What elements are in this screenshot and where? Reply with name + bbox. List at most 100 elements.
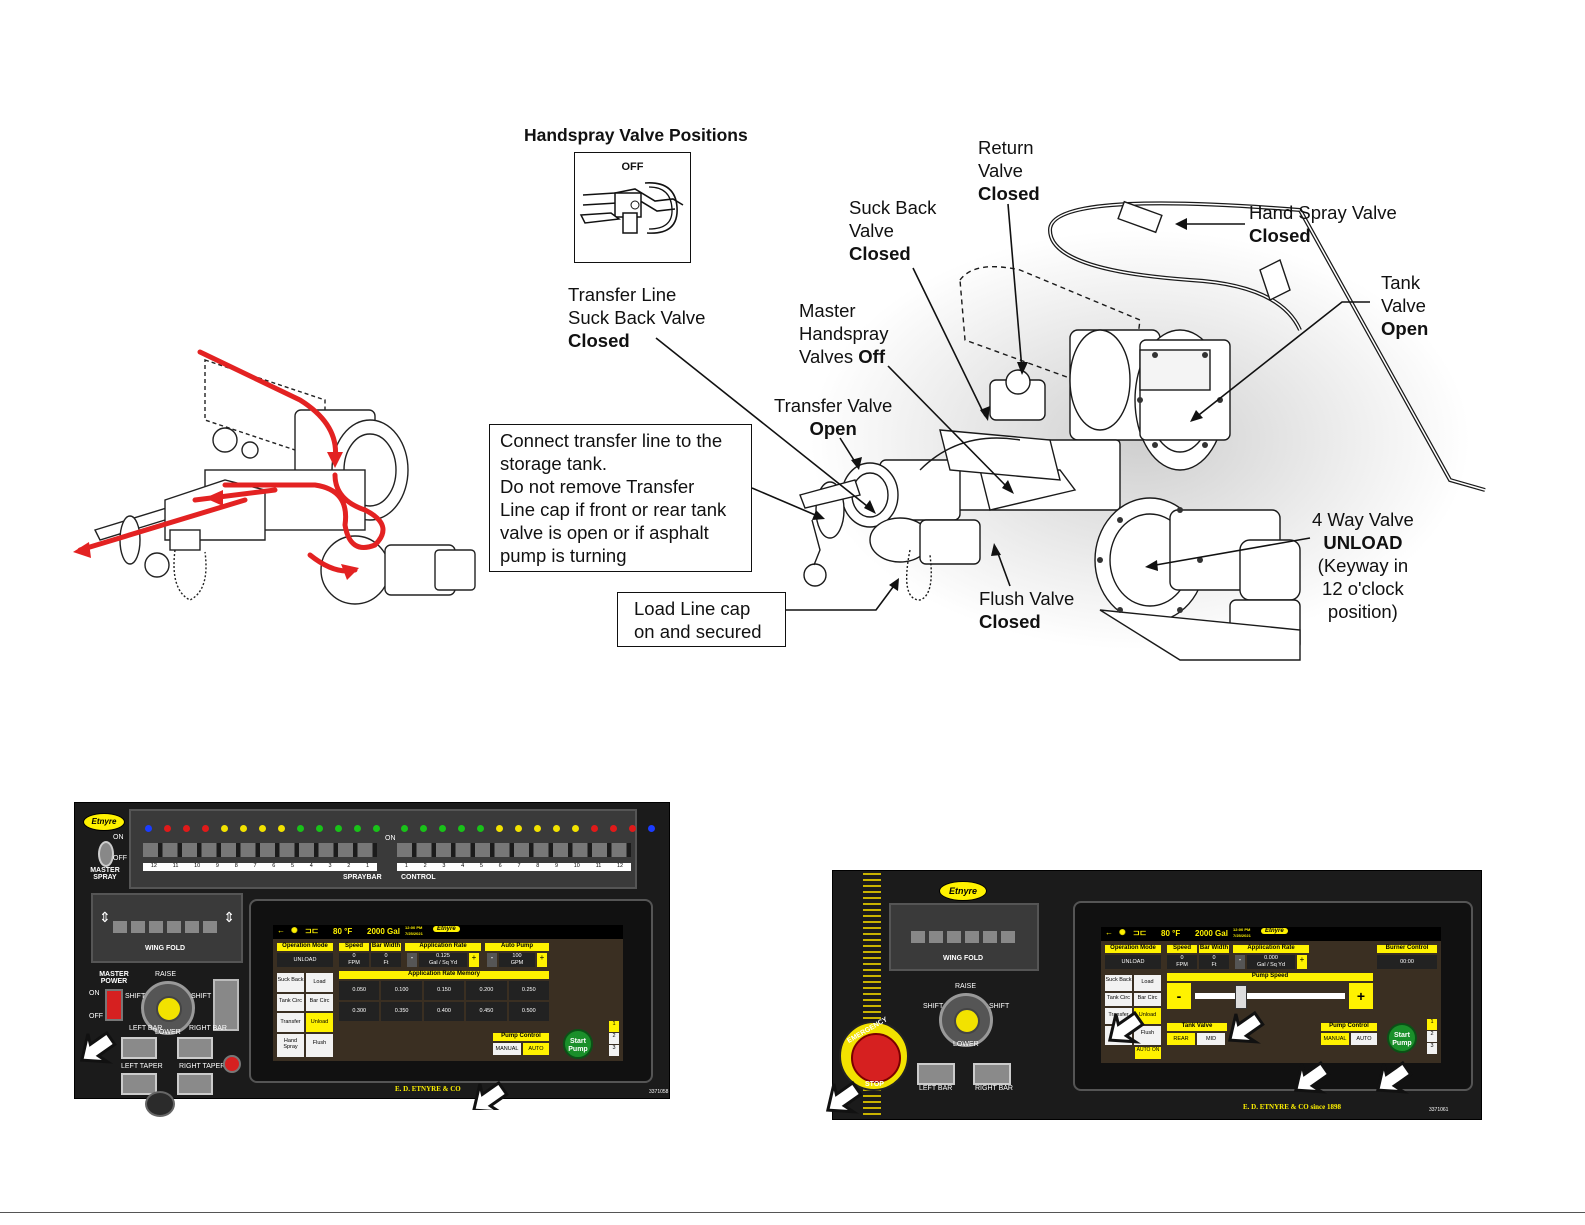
memory-cell[interactable]: 0.500 <box>508 1002 549 1021</box>
memory-cell[interactable]: 0.400 <box>423 1002 465 1021</box>
auto-pump-plus[interactable]: + <box>537 953 547 967</box>
mode-transfer[interactable]: Transfer <box>277 1013 304 1032</box>
pump-speed-plus[interactable]: + <box>1349 983 1373 1009</box>
right-taper-label: RIGHT TAPER <box>179 1063 226 1070</box>
memory-cell[interactable]: 0.200 <box>466 981 507 1000</box>
screen-bezel: ← ✺ ⊐⊏ 80 °F 2000 Gal 12:00 PM 7/25/2021… <box>249 899 653 1083</box>
led-row-left <box>145 825 380 832</box>
back-arrow-icon-right[interactable]: ← <box>1105 928 1113 937</box>
led-14 <box>401 825 408 832</box>
flow-path-diagram <box>73 349 476 605</box>
memory-cell[interactable]: 0.100 <box>381 981 422 1000</box>
left-bar-switch[interactable] <box>121 1037 157 1059</box>
mode-unload[interactable]: Unload <box>306 1013 333 1032</box>
joystick[interactable] <box>141 981 195 1035</box>
memory-cell[interactable]: 0.250 <box>508 981 549 1000</box>
start-pump-button-right[interactable]: Start Pump <box>1387 1023 1417 1053</box>
memory-cell[interactable]: 0.350 <box>381 1002 422 1021</box>
part-number-right: 3371061 <box>1429 1107 1449 1113</box>
spraybar-switches-left[interactable] <box>143 843 377 857</box>
tank-valve-mid[interactable]: MID <box>1197 1033 1225 1045</box>
joystick-right[interactable] <box>939 993 993 1047</box>
mode-value-right: UNLOAD <box>1105 955 1161 969</box>
app-rate-minus[interactable]: - <box>407 953 417 967</box>
mode-flush[interactable]: Flush <box>306 1034 333 1057</box>
pump-speed-minus[interactable]: - <box>1167 983 1191 1009</box>
master-power-switch[interactable] <box>105 989 123 1021</box>
mode-tank-circ[interactable]: Tank Circ <box>277 994 304 1011</box>
master-spray-off: OFF <box>113 855 127 862</box>
page-tab-3[interactable]: 3 <box>609 1045 619 1056</box>
mode-suck-back[interactable]: Suck Back <box>277 973 304 992</box>
mode-load-right[interactable]: Load <box>1134 975 1161 991</box>
right-bar-switch-right[interactable] <box>973 1063 1011 1085</box>
pump-manual-button[interactable]: MANUAL <box>493 1043 521 1055</box>
pump-speed-slider[interactable] <box>1195 985 1345 1009</box>
right-taper-switch[interactable] <box>177 1073 213 1095</box>
auto-on-button[interactable]: AUTO ON <box>1135 1047 1161 1059</box>
handspray-title: Handspray Valve Positions <box>524 125 748 145</box>
speed-unit: FPM <box>339 960 369 967</box>
spraybar-label: SPRAYBAR <box>343 874 382 881</box>
pump-auto-button[interactable]: AUTO <box>523 1043 549 1055</box>
master-spray-label: MASTER SPRAY <box>90 867 120 881</box>
pump-speed-thumb[interactable] <box>1235 985 1247 1009</box>
mode-tank-circ-right[interactable]: Tank Circ <box>1105 992 1132 1006</box>
mode-flush-right[interactable]: Flush <box>1134 1025 1161 1045</box>
gear-icon[interactable]: ✺ <box>291 926 298 935</box>
page-tab-2-right[interactable]: 2 <box>1427 1031 1437 1042</box>
auto-pump-minus[interactable]: - <box>487 953 497 967</box>
master-spray-on: ON <box>113 834 124 841</box>
memory-grid: 0.050 0.100 0.150 0.200 0.250 0.300 0.35… <box>339 981 549 1021</box>
led-18 <box>477 825 484 832</box>
app-rate-plus-right[interactable]: + <box>1297 955 1307 969</box>
burner-control-value[interactable]: 00:00 <box>1377 955 1437 969</box>
wing-fold-label-right: WING FOLD <box>943 955 984 962</box>
back-arrow-icon[interactable]: ← <box>277 926 285 935</box>
memory-cell[interactable]: 0.450 <box>466 1002 507 1021</box>
pump-auto-button-right[interactable]: AUTO <box>1351 1033 1377 1045</box>
mode-hand-spray[interactable]: Hand Spray <box>277 1034 304 1057</box>
start-pump-button[interactable]: Start Pump <box>563 1029 593 1059</box>
memory-cell[interactable]: 0.300 <box>339 1002 380 1021</box>
pump-manual-button-right[interactable]: MANUAL <box>1321 1033 1349 1045</box>
speed-value-right: 0 <box>1167 955 1197 962</box>
page-tab-2[interactable]: 2 <box>609 1033 619 1044</box>
mode-bar-circ-right[interactable]: Bar Circ <box>1134 992 1161 1006</box>
master-spray-toggle[interactable] <box>98 841 114 867</box>
mode-suck-back-right[interactable]: Suck Back <box>1105 975 1132 991</box>
left-taper-switch[interactable] <box>121 1073 157 1095</box>
pump-control-header: Pump Control <box>493 1033 549 1041</box>
panel-footer: E. D. ETNYRE & CO <box>395 1085 461 1093</box>
left-bar-switch-right[interactable] <box>917 1063 955 1085</box>
app-rate-minus-right[interactable]: - <box>1235 955 1245 969</box>
memory-cell[interactable]: 0.050 <box>339 981 380 1000</box>
page-tab-1-right[interactable]: 1 <box>1427 1019 1437 1030</box>
etnyre-screen-logo-right: Etnyre <box>1261 928 1288 934</box>
tank-valve-rear[interactable]: REAR <box>1167 1033 1195 1045</box>
aux-switch[interactable] <box>213 979 239 1031</box>
raise-label-right: RAISE <box>955 983 977 990</box>
page-tab-3-right[interactable]: 3 <box>1427 1043 1437 1054</box>
wing-fold-switches-right[interactable] <box>911 931 1017 943</box>
truck-icon-right: ⊐⊏ <box>1133 928 1147 937</box>
right-bar-switch[interactable] <box>177 1037 213 1059</box>
gear-icon-right[interactable]: ✺ <box>1119 928 1126 937</box>
emergency-stop-button[interactable] <box>839 1021 909 1091</box>
master-power-label: MASTER POWER <box>99 971 129 985</box>
wing-fold-block: ⇕ ⇕ WING FOLD <box>91 893 243 963</box>
shift-right-label-right: SHIFT <box>989 1003 1010 1010</box>
page-tab-1[interactable]: 1 <box>609 1021 619 1032</box>
spraybar-switches-right[interactable] <box>397 843 631 857</box>
wing-fold-switches[interactable] <box>113 921 221 933</box>
mode-load[interactable]: Load <box>306 973 333 992</box>
mode-bar-circ[interactable]: Bar Circ <box>306 994 333 1011</box>
memory-cell[interactable]: 0.150 <box>423 981 465 1000</box>
screen-gallons-right: 2000 Gal <box>1195 929 1228 938</box>
app-rate-plus[interactable]: + <box>469 953 479 967</box>
